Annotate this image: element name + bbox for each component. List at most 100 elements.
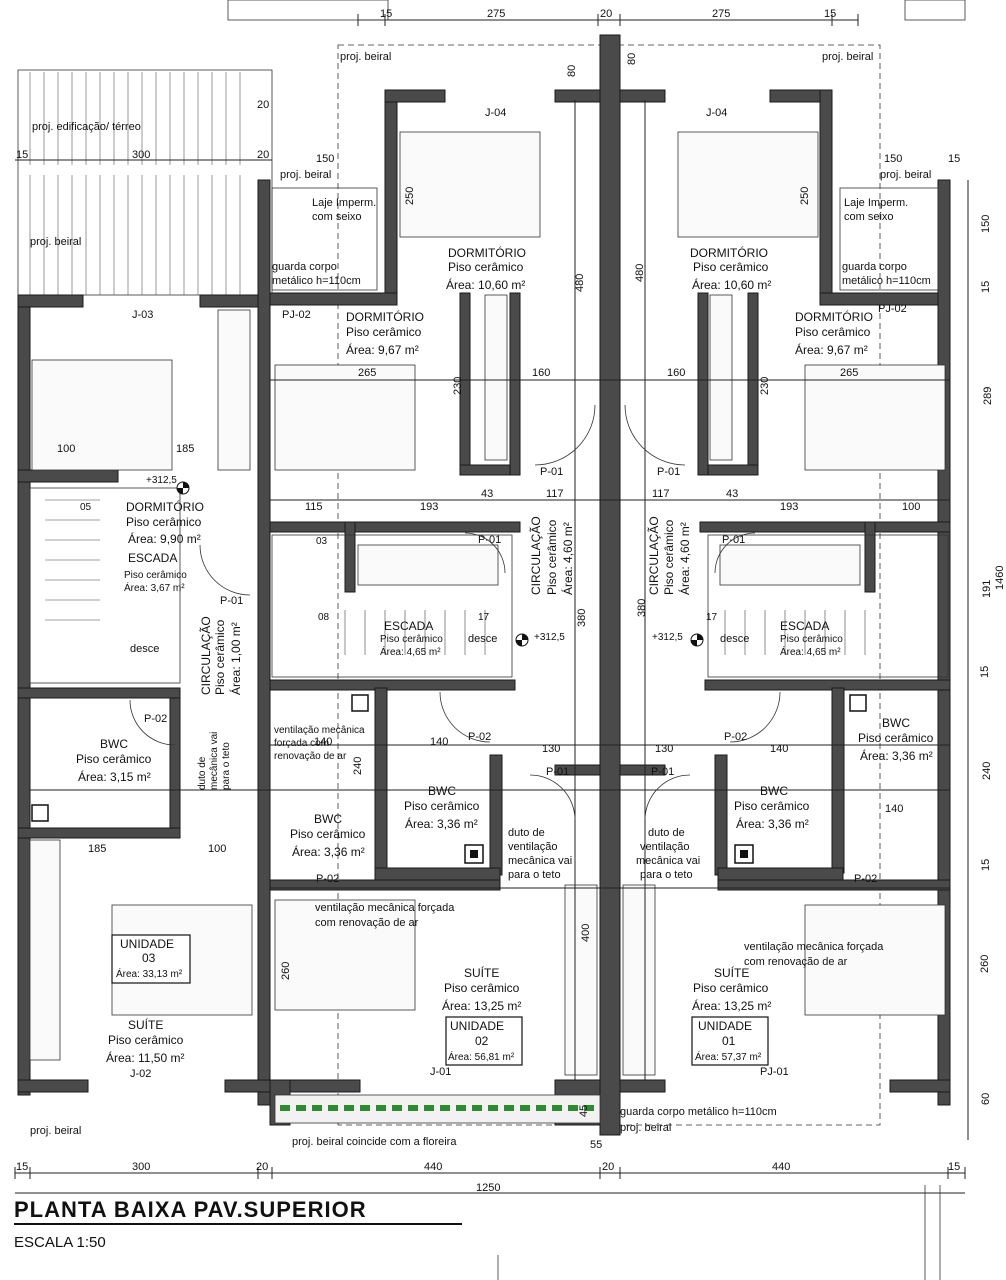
plan-scale: ESCALA 1:50	[14, 1234, 106, 1251]
stair-step-17-right: 17	[706, 612, 718, 623]
bwc-a-d-area: Área: 3,36 m²	[736, 816, 809, 831]
dorm-a-left-floor: Piso cerâmico	[448, 260, 524, 274]
ventilation-notes: ventilação mecânica forçada com renovaçã…	[197, 725, 884, 968]
dim-230-r: 230	[759, 377, 771, 395]
level-left: +312,5	[534, 632, 565, 643]
dorm-b-left-name: DORMITÓRIO	[346, 309, 424, 324]
dim-400: 400	[580, 924, 592, 942]
proj-beiral-bottom-right: proj. beiral	[620, 1122, 671, 1134]
j03: J-03	[132, 309, 153, 321]
escada-a-left-floor: Piso cerâmico	[380, 634, 443, 645]
vdim-1460: 1460	[994, 566, 1006, 590]
dim-100-bot: 100	[208, 843, 226, 855]
unit-1-num: 01	[722, 1034, 736, 1048]
dim-185-bot: 185	[88, 843, 106, 855]
left-terrace: proj. edificação/ térreo proj. beiral 15…	[15, 69, 960, 296]
duto-v-1: duto de	[197, 756, 208, 790]
desce-unit3: desce	[130, 643, 159, 655]
unit-1-area: Área: 57,37 m²	[695, 1050, 762, 1063]
dorm-a-right-name: DORMITÓRIO	[690, 245, 768, 260]
circ-a-left-area: Área: 4,60 m²	[560, 522, 575, 595]
duto-v-3: para o teto	[221, 742, 232, 790]
escada-b-floor: Piso cerâmico	[124, 570, 187, 581]
dorm-b-right-floor: Piso cerâmico	[795, 325, 871, 339]
j01: J-01	[430, 1066, 451, 1078]
vent-left-2: com renovação de ar	[315, 917, 419, 929]
dim-265-r: 265	[840, 367, 858, 379]
circ-a-right-name: CIRCULAÇÃO	[647, 516, 661, 595]
stair-step-17-left: 17	[478, 612, 490, 623]
top-dim-2: 275	[487, 8, 505, 20]
guarda-right-2: metálico h=110cm	[842, 275, 931, 287]
duto-v-2: mecânica vai	[209, 732, 220, 790]
guarda-corpo-bottom-label: guarda corpo metálico h=110cm	[620, 1106, 777, 1118]
vdim-150: 150	[980, 215, 992, 233]
left-top-dim-300: 300	[132, 149, 150, 161]
bottom-dimensions: 15 300 20 440 20 440 15 1250	[14, 1161, 966, 1194]
vent-left-1: ventilação mecânica forçada	[315, 902, 455, 914]
stair-step-03: 03	[316, 536, 328, 547]
duto-r-4: para o teto	[640, 869, 693, 881]
dim-380-l: 380	[576, 609, 588, 627]
j02: J-02	[130, 1068, 151, 1080]
proj-beiral-top-right: proj. beiral	[822, 51, 873, 63]
dorm-c-name: DORMITÓRIO	[126, 499, 204, 514]
dorm-a-left-area: Área: 10,60 m²	[446, 277, 525, 292]
internal-dimensions	[30, 100, 969, 1140]
dorm-b-right-area: Área: 9,67 m²	[795, 342, 868, 357]
circ-b-name: CIRCULAÇÃO	[199, 616, 213, 695]
vdim-60: 60	[980, 1093, 992, 1105]
vent-right-2: com renovação de ar	[744, 956, 848, 968]
door-swings	[129, 404, 781, 821]
dim-193-l: 193	[420, 501, 438, 513]
dim-480-r: 480	[634, 264, 646, 282]
suite-a-right-area: Área: 13,25 m²	[692, 998, 771, 1013]
duto-r-3: mecânica vai	[636, 855, 700, 867]
circ-a-right-area: Área: 4,60 m²	[677, 522, 692, 595]
suite-b-name: SUÍTE	[128, 1017, 163, 1032]
dim-45: 45	[578, 1105, 590, 1117]
left-top-dim-20b: 20	[257, 99, 269, 111]
top-dimension-line: 15 275 20 275 15	[227, 0, 966, 26]
p02-e: P-02	[854, 873, 877, 885]
bwc-a-c-area: Área: 3,36 m²	[405, 816, 478, 831]
laje-left-1: Laje Imperm.	[312, 197, 376, 209]
dim-185-top: 185	[176, 443, 194, 455]
vdim-191: 191	[981, 580, 993, 598]
duto-l-1: duto de	[508, 827, 545, 839]
p02-b: P-02	[468, 731, 491, 743]
ventilation-ducts	[31, 694, 867, 864]
right-top-dim-150: 150	[884, 153, 902, 165]
bdim-300: 300	[132, 1161, 150, 1173]
circ-a-left-floor: Piso cerâmico	[545, 519, 559, 595]
dim-160-l: 160	[532, 367, 550, 379]
bwc-a-c-name: BWC	[428, 784, 456, 798]
dim-130-l: 130	[542, 743, 560, 755]
bdim-15a: 15	[16, 1161, 28, 1173]
bdim-440a: 440	[424, 1161, 442, 1173]
pj02-right: PJ-02	[878, 303, 907, 315]
room-labels: DORMITÓRIO Piso cerâmico Área: 10,60 m² …	[76, 245, 934, 1065]
guarda-left-2: metálico h=110cm	[272, 275, 361, 287]
guarda-left-1: guarda corpo	[272, 261, 337, 273]
vent-small-2: forçada com	[274, 738, 329, 749]
duto-r-2: ventilação	[640, 841, 690, 853]
dim-380-r: 380	[636, 599, 648, 617]
suite-b-area: Área: 11,50 m²	[106, 1050, 184, 1065]
suite-b-floor: Piso cerâmico	[108, 1033, 184, 1047]
walls	[17, 34, 951, 1136]
p02-a: P-02	[144, 713, 167, 725]
escada-a-left-name: ESCADA	[384, 619, 433, 633]
proj-edificacao-label: proj. edificação/ térreo	[32, 121, 141, 133]
laje-right-1: Laje Imperm.	[844, 197, 908, 209]
dorm-b-left-area: Área: 9,67 m²	[346, 342, 419, 357]
dim-43-l: 43	[481, 488, 493, 500]
vdim-260: 260	[979, 955, 991, 973]
left-top-dim-150: 150	[316, 153, 334, 165]
level-markers: +312,5 +312,5 +312,5	[146, 475, 704, 647]
dim-160-r: 160	[667, 367, 685, 379]
bwc-a-l-name: BWC	[314, 812, 342, 826]
top-dim-1: 15	[380, 8, 392, 20]
vent-small-3: renovação de ar	[274, 751, 347, 762]
suite-a-right-name: SUÍTE	[714, 965, 749, 980]
